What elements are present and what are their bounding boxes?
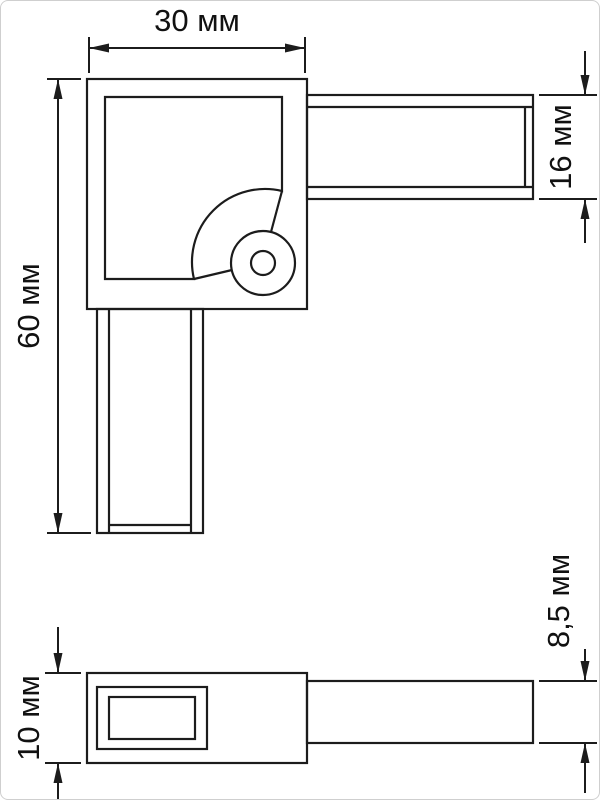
gusset-edge-left bbox=[193, 268, 233, 281]
arrowhead-up bbox=[53, 79, 63, 99]
side-body-recess-inner bbox=[107, 695, 197, 741]
side-view bbox=[85, 671, 535, 765]
dimension-label-width: 30 мм bbox=[154, 3, 240, 38]
arrowhead-right bbox=[285, 43, 305, 53]
right-arm-outline bbox=[305, 93, 535, 201]
screw-boss-hole bbox=[249, 249, 277, 277]
gusset-edge-top bbox=[269, 190, 284, 233]
arrowhead-up bbox=[53, 763, 63, 783]
dimension-left-height: 60 мм bbox=[11, 78, 91, 534]
arrowhead-left bbox=[89, 43, 109, 53]
dimension-label-arm-height: 16 мм bbox=[543, 104, 578, 190]
side-arm-outline bbox=[305, 679, 535, 745]
arrowhead-down bbox=[580, 661, 590, 681]
screw-boss-outer-circle bbox=[229, 229, 297, 297]
top-view bbox=[85, 77, 535, 535]
dimension-label-height: 60 мм bbox=[11, 263, 46, 349]
bottom-arm-outline bbox=[95, 307, 205, 535]
arrowhead-down bbox=[53, 513, 63, 533]
connector-opening-outline bbox=[103, 95, 284, 281]
dimension-right-arm-height: 16 мм bbox=[539, 51, 597, 243]
arrowhead-down bbox=[53, 653, 63, 673]
dimension-top-width: 30 мм bbox=[88, 3, 306, 73]
connector-body-outline bbox=[85, 77, 309, 311]
dimension-side-arm-height: 8,5 мм bbox=[539, 554, 597, 793]
dimension-side-body-height: 10 мм bbox=[11, 627, 81, 799]
arrowhead-down bbox=[580, 75, 590, 95]
side-body-recess-outer bbox=[95, 685, 209, 751]
arrowhead-up bbox=[580, 199, 590, 219]
arrowhead-up bbox=[580, 743, 590, 763]
dimension-label-body-height: 10 мм bbox=[11, 675, 46, 761]
dimension-label-arm-thickness: 8,5 мм bbox=[541, 554, 576, 648]
